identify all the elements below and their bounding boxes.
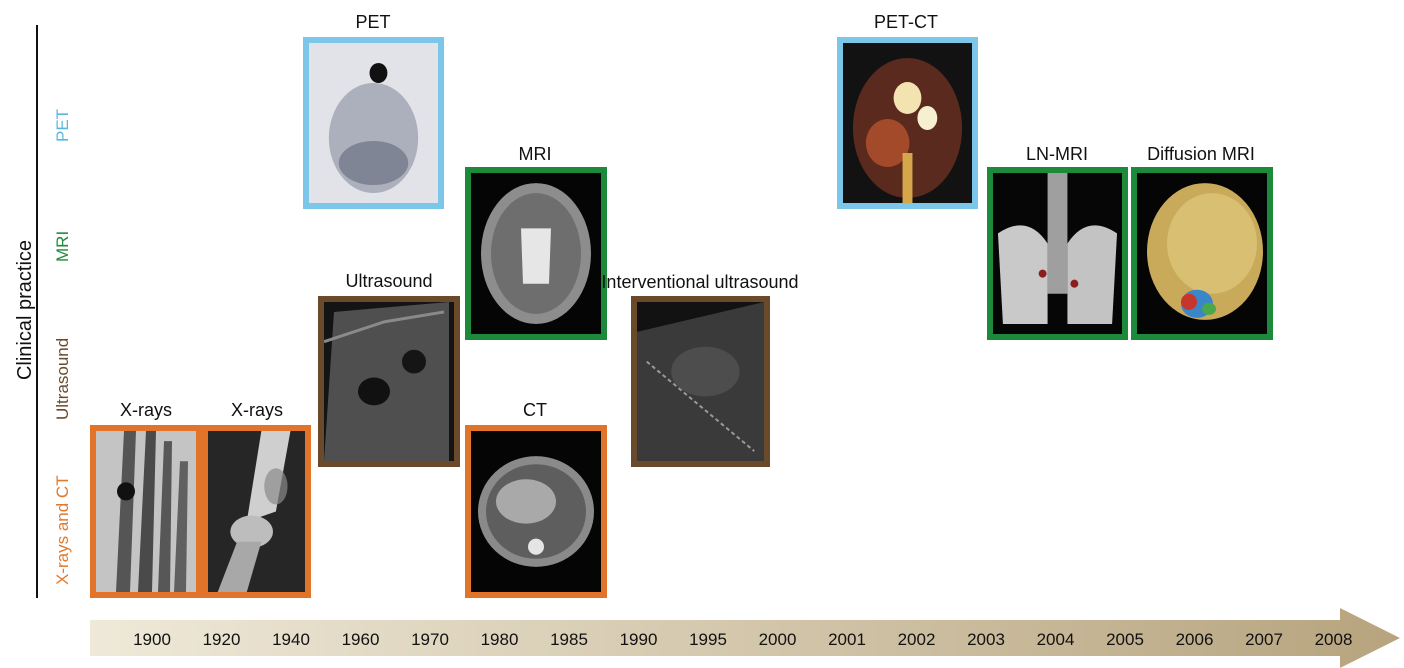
image-label-ultrasound: Ultrasound [345, 271, 432, 292]
timeline-year-1980: 1980 [481, 630, 519, 650]
timeline-year-2003: 2003 [967, 630, 1005, 650]
timeline-year-1985: 1985 [550, 630, 588, 650]
timeline-year-2006: 2006 [1176, 630, 1214, 650]
image-label-xrays-1: X-rays [120, 400, 172, 421]
pet-scan-image [303, 37, 444, 209]
image-label-pet: PET [355, 12, 390, 33]
timeline-year-2008: 2008 [1315, 630, 1353, 650]
interventional-ultrasound-image [631, 296, 770, 467]
brain-mri-image [465, 167, 607, 340]
timeline-year-1920: 1920 [203, 630, 241, 650]
timeline-year-1900: 1900 [133, 630, 171, 650]
timeline-year-2002: 2002 [898, 630, 936, 650]
category-label-pet: PET [53, 109, 73, 142]
image-label-diffusion-mri: Diffusion MRI [1147, 144, 1255, 165]
image-label-interventional-ultrasound: Interventional ultrasound [601, 272, 798, 293]
hand-xray-image [90, 425, 202, 598]
category-label-mri: MRI [53, 231, 73, 262]
timeline-year-1995: 1995 [689, 630, 727, 650]
knee-xray-image [202, 425, 311, 598]
abdominal-ct-image [465, 425, 607, 598]
diffusion-mri-brain-image [1131, 167, 1273, 340]
axis-title: Clinical practice [14, 240, 37, 380]
pet-ct-image [837, 37, 978, 209]
image-label-xrays-2: X-rays [231, 400, 283, 421]
image-label-mri: MRI [519, 144, 552, 165]
category-label-xrays-ct: X-rays and CT [53, 475, 73, 585]
timeline-year-2004: 2004 [1037, 630, 1075, 650]
timeline-year-1970: 1970 [411, 630, 449, 650]
pelvis-mri-image [987, 167, 1128, 340]
ultrasound-scan-image [318, 296, 460, 467]
timeline-year-2001: 2001 [828, 630, 866, 650]
image-label-ln-mri: LN-MRI [1026, 144, 1088, 165]
timeline-year-2005: 2005 [1106, 630, 1144, 650]
timeline-year-1990: 1990 [620, 630, 658, 650]
timeline-year-1940: 1940 [272, 630, 310, 650]
timeline-year-1960: 1960 [342, 630, 380, 650]
timeline-year-2000: 2000 [759, 630, 797, 650]
image-label-ct: CT [523, 400, 547, 421]
category-label-ultrasound: Ultrasound [53, 338, 73, 420]
timeline-year-2007: 2007 [1245, 630, 1283, 650]
image-label-pet-ct: PET-CT [874, 12, 938, 33]
